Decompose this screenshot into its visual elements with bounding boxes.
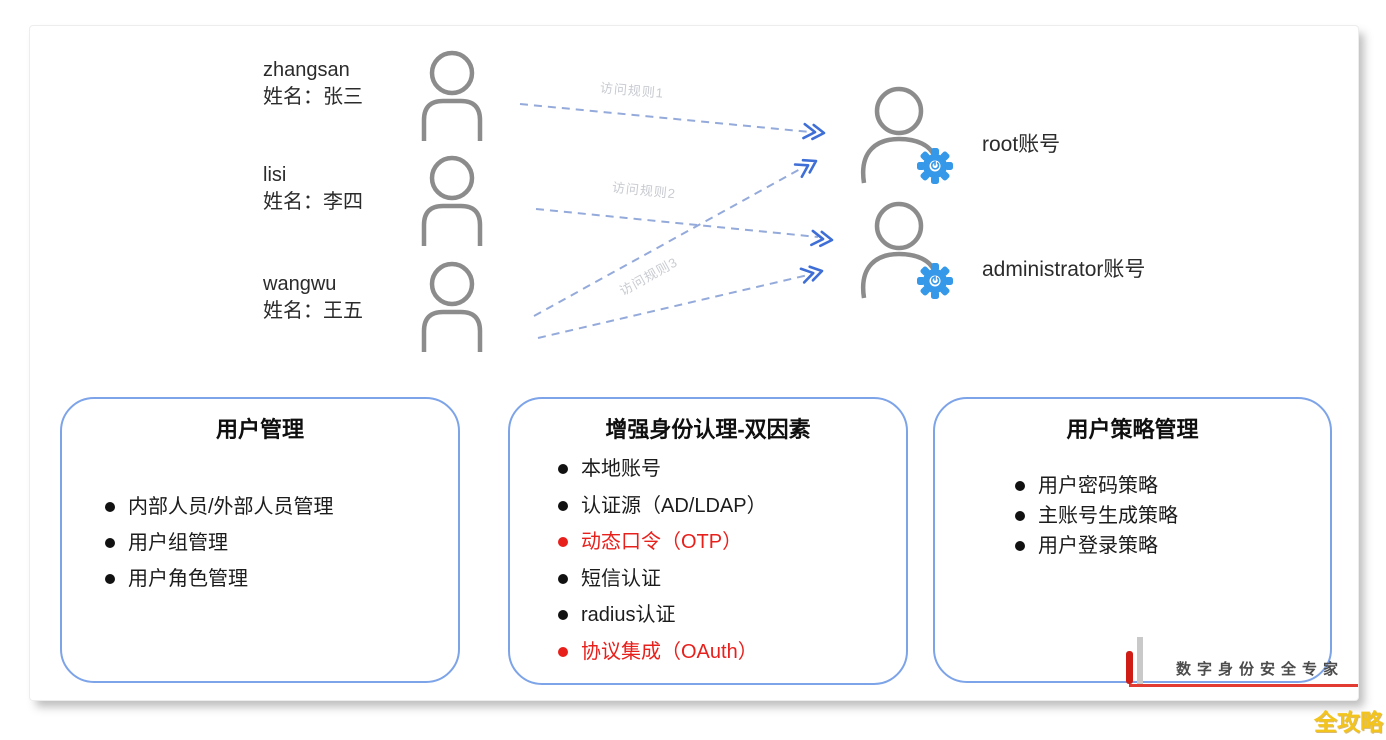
user-fullname: 姓名：李四 — [263, 191, 363, 213]
list-item-text: radius认证 — [581, 604, 676, 626]
user-username: wangwu — [263, 273, 337, 295]
account-label-root: root账号 — [982, 133, 1061, 156]
site-watermark: 全攻略 — [1314, 709, 1383, 735]
list-item: 用户组管理 — [105, 525, 458, 561]
account-gear-person-icon — [860, 201, 953, 299]
panel-item-list: 内部人员/外部人员管理 用户组管理 用户角色管理 — [62, 489, 458, 597]
user-zhangsan: zhangsan 姓名：张三 — [263, 57, 363, 111]
user-lisi: lisi 姓名：李四 — [263, 162, 363, 216]
user-username: zhangsan — [263, 59, 350, 81]
list-item: 用户密码策略 — [1015, 471, 1330, 501]
list-item: radius认证 — [558, 597, 906, 634]
panel-user-policy-management: 用户策略管理 用户密码策略 主账号生成策略 用户登录策略 — [933, 397, 1332, 683]
account-gear-person-icon — [860, 86, 953, 184]
list-item-text: 本地账号 — [581, 458, 661, 480]
person-icon — [421, 155, 483, 246]
panel-user-management: 用户管理 内部人员/外部人员管理 用户组管理 用户角色管理 — [60, 397, 460, 683]
list-item-highlighted: 动态口令（OTP） — [558, 524, 906, 561]
arrowhead-icon — [810, 229, 834, 248]
brand-slogan: 数字身份安全专家 — [1176, 661, 1345, 678]
panel-item-list: 用户密码策略 主账号生成策略 用户登录策略 — [935, 471, 1330, 561]
panel-title: 增强身份认理-双因素 — [605, 417, 811, 442]
bullet-icon — [1015, 541, 1025, 551]
user-username: lisi — [263, 164, 287, 186]
list-item: 内部人员/外部人员管理 — [105, 489, 458, 525]
arrowhead-icon — [802, 122, 826, 141]
arrow-wangwu-administrator — [537, 274, 809, 339]
arrow-label-2: 访问规则2 — [611, 179, 677, 202]
slide-canvas: 访问规则1 访问规则2 访问规则3 zhangsan 姓名：张三 lisi 姓名… — [30, 26, 1358, 700]
arrow-zhangsan-root — [519, 103, 811, 133]
list-item-text: 用户组管理 — [128, 532, 228, 554]
list-item-text: 内部人员/外部人员管理 — [128, 496, 334, 518]
bullet-icon — [558, 610, 568, 620]
list-item-text: 认证源（AD/LDAP） — [581, 494, 767, 517]
panel-title: 用户策略管理 — [1066, 417, 1199, 442]
list-item-text: 协议集成（OAuth） — [581, 640, 758, 663]
bullet-icon — [105, 538, 115, 548]
list-item-text: 用户登录策略 — [1038, 535, 1158, 557]
list-item: 用户角色管理 — [105, 561, 458, 597]
user-fullname: 姓名：张三 — [263, 86, 363, 108]
bullet-icon — [1015, 511, 1025, 521]
person-icon — [421, 261, 483, 352]
gear-icon — [917, 148, 953, 184]
list-item: 本地账号 — [558, 451, 906, 488]
panel-item-list: 本地账号 认证源（AD/LDAP） 动态口令（OTP） 短信认证 radius认… — [510, 451, 906, 670]
account-label-administrator: administrator账号 — [982, 258, 1146, 281]
arrow-lisi-administrator — [535, 208, 819, 238]
arrowhead-icon — [799, 265, 824, 284]
person-icon — [421, 50, 483, 141]
bullet-icon — [105, 574, 115, 584]
list-item-text: 短信认证 — [581, 567, 661, 590]
list-item-highlighted: 协议集成（OAuth） — [558, 634, 906, 671]
bullet-icon — [105, 502, 115, 512]
brand-gray-bar — [1137, 637, 1143, 685]
bullet-icon — [558, 537, 568, 547]
arrow-label-1: 访问规则1 — [599, 80, 665, 101]
list-item-text: 主账号生成策略 — [1038, 505, 1178, 527]
bullet-icon — [1015, 481, 1025, 491]
user-wangwu: wangwu 姓名：王五 — [263, 271, 363, 325]
gear-icon — [917, 263, 953, 299]
list-item: 认证源（AD/LDAP） — [558, 488, 906, 525]
brand-underline — [1129, 684, 1358, 687]
bullet-icon — [558, 646, 568, 657]
list-item: 短信认证 — [558, 561, 906, 598]
brand-red-bar — [1126, 651, 1133, 684]
user-fullname: 姓名：王五 — [263, 300, 363, 322]
list-item-text: 用户密码策略 — [1038, 475, 1158, 497]
panel-enhanced-authentication: 增强身份认理-双因素 本地账号 认证源（AD/LDAP） 动态口令（OTP） 短… — [508, 397, 908, 685]
list-item-text: 用户角色管理 — [128, 568, 248, 590]
arrowhead-icon — [793, 158, 818, 179]
bullet-icon — [558, 464, 568, 474]
panel-title: 用户管理 — [215, 417, 304, 442]
list-item: 主账号生成策略 — [1015, 501, 1330, 531]
arrow-label-3: 访问规则3 — [616, 254, 681, 299]
list-item-text: 动态口令（OTP） — [581, 531, 743, 553]
list-item: 用户登录策略 — [1015, 531, 1330, 561]
bullet-icon — [558, 500, 568, 511]
bullet-icon — [558, 573, 568, 584]
